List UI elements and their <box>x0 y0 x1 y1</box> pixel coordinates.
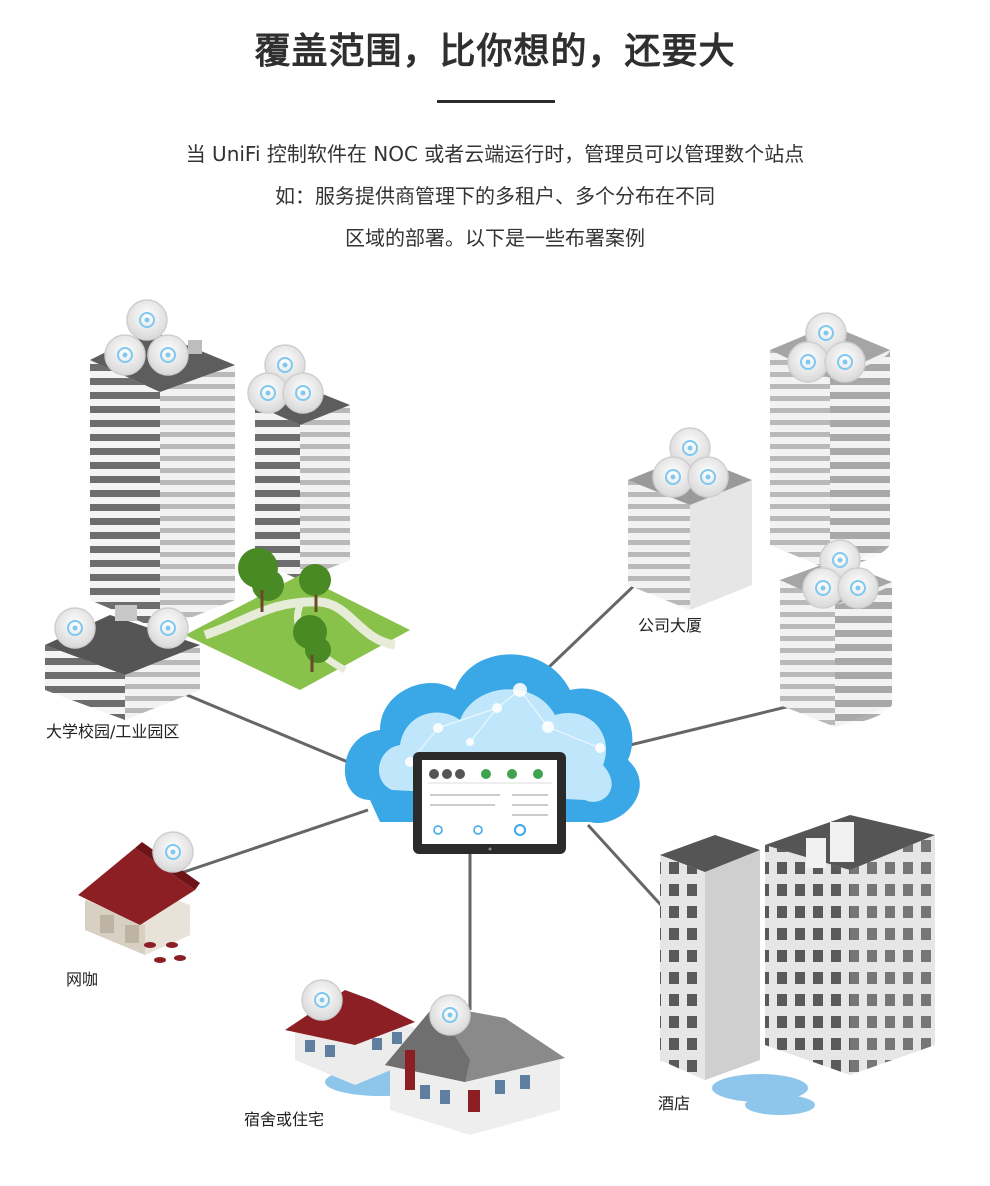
page-title: 覆盖范围，比你想的，还要大 <box>254 31 736 72</box>
cafe-building <box>78 831 200 963</box>
office-buildings <box>628 312 892 727</box>
campus-buildings <box>45 299 410 720</box>
intro-line-3: 区域的部署。以下是一些布署案例 <box>345 226 645 250</box>
deployment-illustration <box>45 299 935 1135</box>
intro-line-1: 当 UniFi 控制软件在 NOC 或者云端运行时，管理员可以管理数个站点 <box>185 142 805 166</box>
label-residence: 宿舍或住宅 <box>244 1110 325 1129</box>
hotel-buildings <box>660 815 935 1115</box>
cloud-controller <box>344 654 640 854</box>
label-cafe: 网咖 <box>66 970 99 989</box>
intro-line-2: 如：服务提供商管理下的多租户、多个分布在不同 <box>275 184 715 208</box>
connection-lines <box>174 578 816 1010</box>
title-divider <box>437 100 555 103</box>
label-campus: 大学校园/工业园区 <box>46 722 180 741</box>
label-office: 公司大厦 <box>638 616 703 635</box>
residence-buildings <box>285 979 565 1135</box>
label-hotel: 酒店 <box>658 1094 691 1113</box>
